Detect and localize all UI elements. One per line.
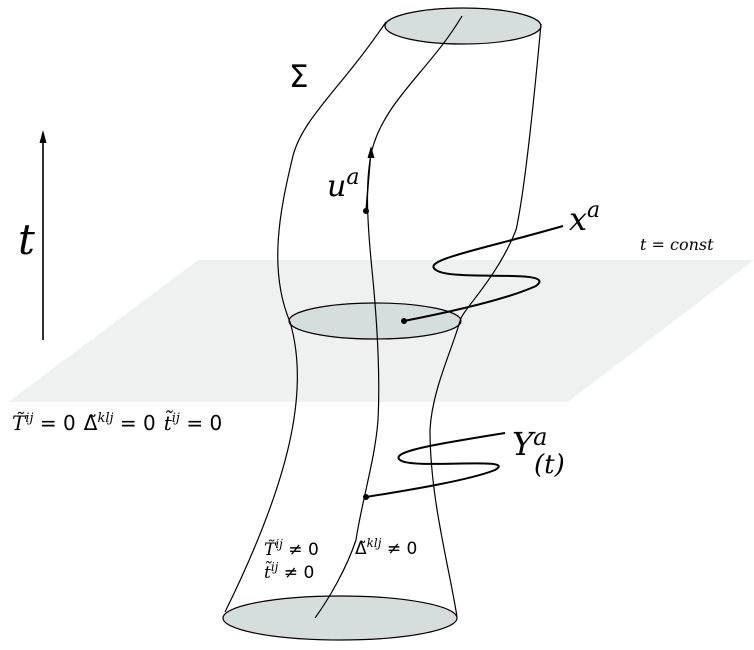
tube-right-boundary xyxy=(429,23,542,618)
outside-t-rel: = 0 xyxy=(180,411,222,435)
inside-t-condition: t̃ij ≠ 0 xyxy=(264,560,314,583)
y-squiggle xyxy=(365,432,506,498)
outside-Delta-sup: klj xyxy=(97,411,113,426)
inside-T-condition: T̃ij ≠ 0 xyxy=(264,537,319,560)
inside-T-rel: ≠ 0 xyxy=(283,540,319,560)
velocity-arrowhead xyxy=(367,146,375,158)
inside-Delta: Δ̃ xyxy=(355,539,367,559)
inside-t: t̃ xyxy=(264,561,272,583)
y-superscript: a xyxy=(533,423,547,451)
position-label: xa xyxy=(569,198,600,238)
position-superscript: a xyxy=(587,198,600,223)
inside-Delta-condition: Δ̃klj ≠ 0 xyxy=(355,536,417,559)
y-label: Ya xyxy=(512,423,547,463)
velocity-label: ua xyxy=(327,165,359,204)
outside-Delta: Δ̃ xyxy=(84,411,98,435)
outside-T-sup: ij xyxy=(25,411,33,426)
inside-t-rel: ≠ 0 xyxy=(278,563,314,583)
velocity-vector xyxy=(365,155,372,212)
velocity-superscript: a xyxy=(346,165,359,190)
central-worldline xyxy=(314,15,463,619)
outside-t-sup: ij xyxy=(172,411,180,426)
sigma-label: Σ xyxy=(289,59,309,95)
position-point xyxy=(401,318,407,324)
tube-left-boundary xyxy=(224,21,387,613)
y-subscript: (t) xyxy=(534,450,565,480)
position-squiggle xyxy=(403,225,564,322)
y-symbol: Y xyxy=(512,425,536,463)
y-point xyxy=(363,494,369,500)
inside-T: T̃ xyxy=(264,540,277,560)
outside-T-rel: = 0 xyxy=(34,411,76,435)
inside-t-sup: ij xyxy=(271,560,279,574)
position-symbol: x xyxy=(569,200,587,238)
top-cross-section xyxy=(384,7,542,45)
outside-t: t̃ xyxy=(164,409,174,435)
outside-T: T̃ xyxy=(12,411,27,435)
velocity-symbol: u xyxy=(327,169,346,204)
worldline-point xyxy=(363,208,369,214)
time-label: t xyxy=(18,215,35,264)
plane-label: t = const xyxy=(640,235,714,254)
inside-T-sup: ij xyxy=(275,537,283,551)
inside-Delta-sup: klj xyxy=(367,536,382,550)
bottom-cross-section xyxy=(222,595,458,641)
inside-Delta-rel: ≠ 0 xyxy=(381,539,417,559)
outside-Delta-rel: = 0 xyxy=(114,411,156,435)
time-arrowhead xyxy=(39,130,47,143)
